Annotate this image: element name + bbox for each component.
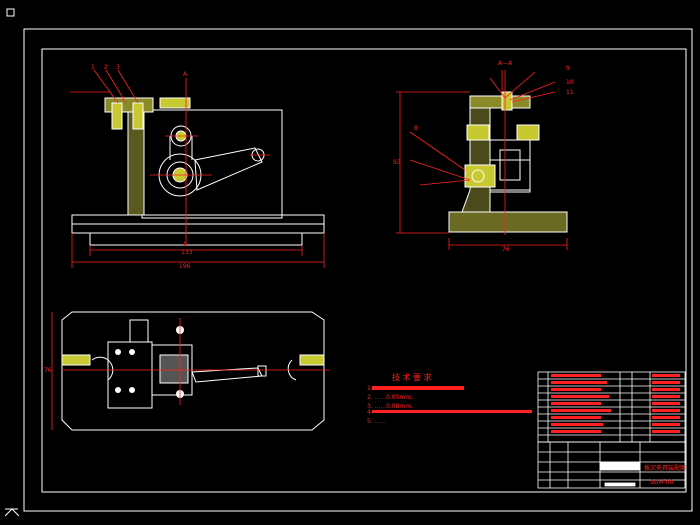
tech-item-4: 4. [367,409,373,416]
tech-item-2: 2. ......0.05mm. [367,394,413,401]
front-labels: 1 2 3 133 196 A A [91,64,193,270]
front-view [71,97,325,246]
title-block [537,441,686,489]
title-part-name: 拨叉夹具装配图 [644,464,686,472]
tech-requirements-heading: 技 术 要 求 [392,372,432,382]
front-leader-1: 1 [91,64,95,71]
front-dimensions [70,69,325,268]
section-leader-11: 11 [566,89,574,96]
plan-dim-height: 76 [44,367,52,374]
section-view [448,91,568,233]
section-marker-top: A [183,71,188,78]
tech-item-3: 3. ......0.08mm. [367,403,413,410]
section-leader-9: 9 [566,65,570,72]
tech-item-1: 1. [367,385,373,392]
bom-table [537,371,686,443]
tech-highlight-bar-2 [372,410,532,413]
tech-highlight-bar-1 [372,386,464,390]
title-drawing-no: SGM-00 [650,479,674,486]
front-leader-3: 3 [116,64,120,71]
section-labels: A—A 9 10 11 8 93 76 [393,60,574,253]
section-leader-10: 10 [566,79,574,86]
section-dim-height: 93 [393,159,401,166]
tech-requirements: 技 术 要 求 1. 2. ......0.05mm. 3. ......0.0… [367,372,532,425]
plan-dimensions [51,312,330,430]
outer-border [23,28,693,512]
section-marker-bottom: A [183,241,188,248]
inner-border [41,48,687,493]
ucs-axis-icon [4,508,20,517]
front-centerlines [150,78,270,246]
bom-text-bars [551,374,680,433]
front-dim-height: 133 [181,249,193,256]
plan-view [61,311,325,431]
front-dim-width: 196 [179,263,191,270]
tech-item-5: 5. ...... [367,418,386,425]
front-leader-2: 2 [104,64,108,71]
square-icon[interactable] [6,8,15,17]
section-leader-8: 8 [414,125,418,132]
section-dimensions [396,70,568,250]
section-dim-width: 76 [502,246,510,253]
section-title: A—A [498,60,513,67]
